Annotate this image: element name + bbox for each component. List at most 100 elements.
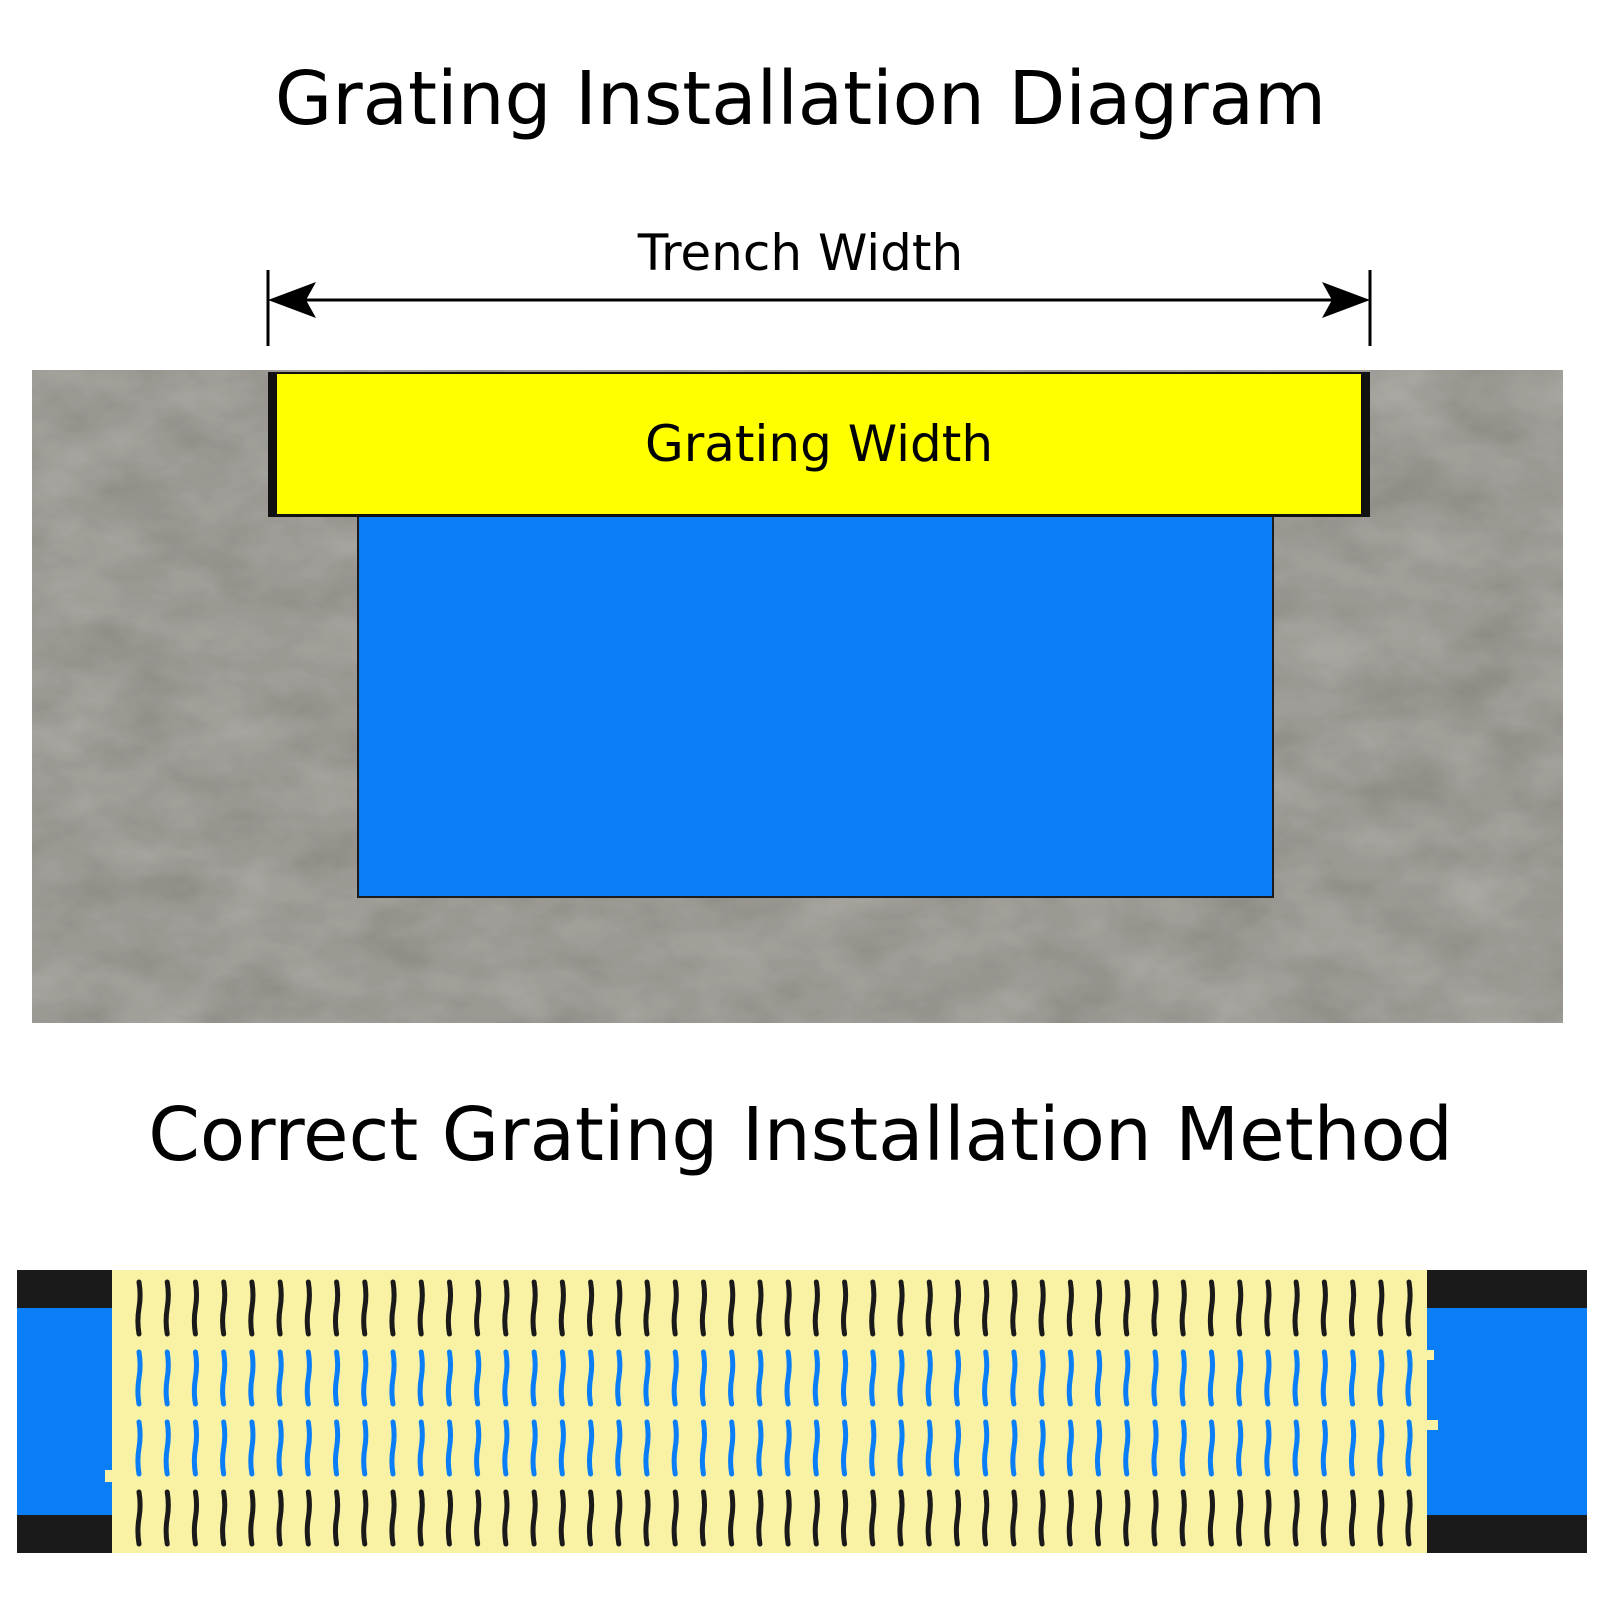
grating-slot [1292,1489,1300,1547]
grating-slot [1094,1349,1103,1407]
grating-slot [474,1279,482,1337]
grating-slot [276,1419,284,1477]
grating-slot [502,1489,510,1547]
grating-slot [304,1279,312,1337]
grating-slot [276,1279,284,1337]
grating-slot [304,1489,312,1547]
grating-slot [1292,1349,1300,1407]
grating-slot [1207,1349,1216,1407]
grating-slot [191,1419,200,1477]
grating-slot [1123,1349,1131,1407]
grating-slot [191,1489,200,1547]
grating-slot [1038,1349,1046,1407]
grating-slot [530,1489,538,1547]
grating-slot [191,1279,200,1337]
grating-slot [1405,1349,1413,1407]
grating-slot [1123,1279,1131,1337]
grating-slot [784,1489,792,1547]
grating-slot [586,1419,595,1477]
grating-slot [1123,1489,1131,1547]
grating-slot [332,1489,341,1547]
trench-width-dimension [266,270,1372,346]
grating-slot [1348,1279,1357,1337]
grating-slot [1179,1489,1187,1547]
grating-slot [361,1489,369,1547]
grating-slot [784,1279,792,1337]
grating-slot [925,1279,933,1337]
diagram-title: Grating Installation Diagram [274,56,1327,142]
grating-slot [1320,1489,1328,1547]
grating-slot [869,1419,877,1477]
grating-slot [953,1489,962,1547]
grating-slot [1094,1489,1103,1547]
grating-slot [135,1419,143,1477]
grating-slot [474,1349,482,1407]
grating-width-label: Grating Width [644,415,994,473]
grating-slot [728,1349,736,1407]
grating-slot [332,1349,341,1407]
grating-slot [784,1419,792,1477]
grating-slot [248,1279,256,1337]
grating-slot [897,1419,905,1477]
grating-slot [643,1419,651,1477]
grating-slot [389,1489,397,1547]
grating-slot [1292,1419,1300,1477]
grating-panel [112,1270,1427,1553]
grating-slot [1151,1279,1159,1337]
grating-slot [756,1349,764,1407]
grating-slot [558,1419,566,1477]
grating-slot [332,1419,341,1477]
grating-slot [728,1419,736,1477]
grating-slot [1236,1349,1244,1407]
grating-slot [1405,1279,1413,1337]
grating-slot [586,1279,595,1337]
grating-slot [728,1489,736,1547]
grating-slot [728,1279,736,1337]
grating-slot [1066,1349,1074,1407]
grating-slot [502,1419,510,1477]
grating-slot [812,1419,820,1477]
grating-slot [1264,1419,1272,1477]
grating-slot [1038,1419,1046,1477]
grating-slot [445,1349,454,1407]
grating-slot [248,1349,256,1407]
grating-slot [671,1349,679,1407]
arrowhead-right-icon [1322,282,1370,318]
grating-cross-section: Grating Width [268,372,1370,517]
grating-slot [220,1419,228,1477]
grating-slot [163,1349,171,1407]
grating-slot [1151,1349,1159,1407]
grating-slot [1010,1349,1018,1407]
grating-slot [982,1349,990,1407]
grating-slot [1320,1419,1328,1477]
grating-slot [1010,1419,1018,1477]
grating-slot [1405,1489,1413,1547]
grating-slot [812,1489,820,1547]
grating-slot [1236,1419,1244,1477]
grating-slot [1264,1349,1272,1407]
grating-slot [586,1489,595,1547]
grating-slot [163,1489,171,1547]
grating-slot [276,1489,284,1547]
grating-slot [699,1419,708,1477]
grating-slot [1320,1349,1328,1407]
grating-slot [925,1419,933,1477]
grating-slot [1264,1489,1272,1547]
drainage-channel [357,517,1274,898]
grating-slot [474,1419,482,1477]
grating-slot [1066,1489,1074,1547]
grating-slot [530,1349,538,1407]
grating-slot [191,1349,200,1407]
arrowhead-left-icon [268,282,316,318]
grating-slot [502,1279,510,1337]
grating-slot [361,1349,369,1407]
grating-slot [389,1349,397,1407]
grating-slot [982,1419,990,1477]
grating-slot [474,1489,482,1547]
grating-slot [840,1279,849,1337]
grating-slot [1151,1489,1159,1547]
grating-slot [1377,1419,1385,1477]
grating-slot [1236,1279,1244,1337]
grating-slot [220,1489,228,1547]
grating-slot [530,1279,538,1337]
